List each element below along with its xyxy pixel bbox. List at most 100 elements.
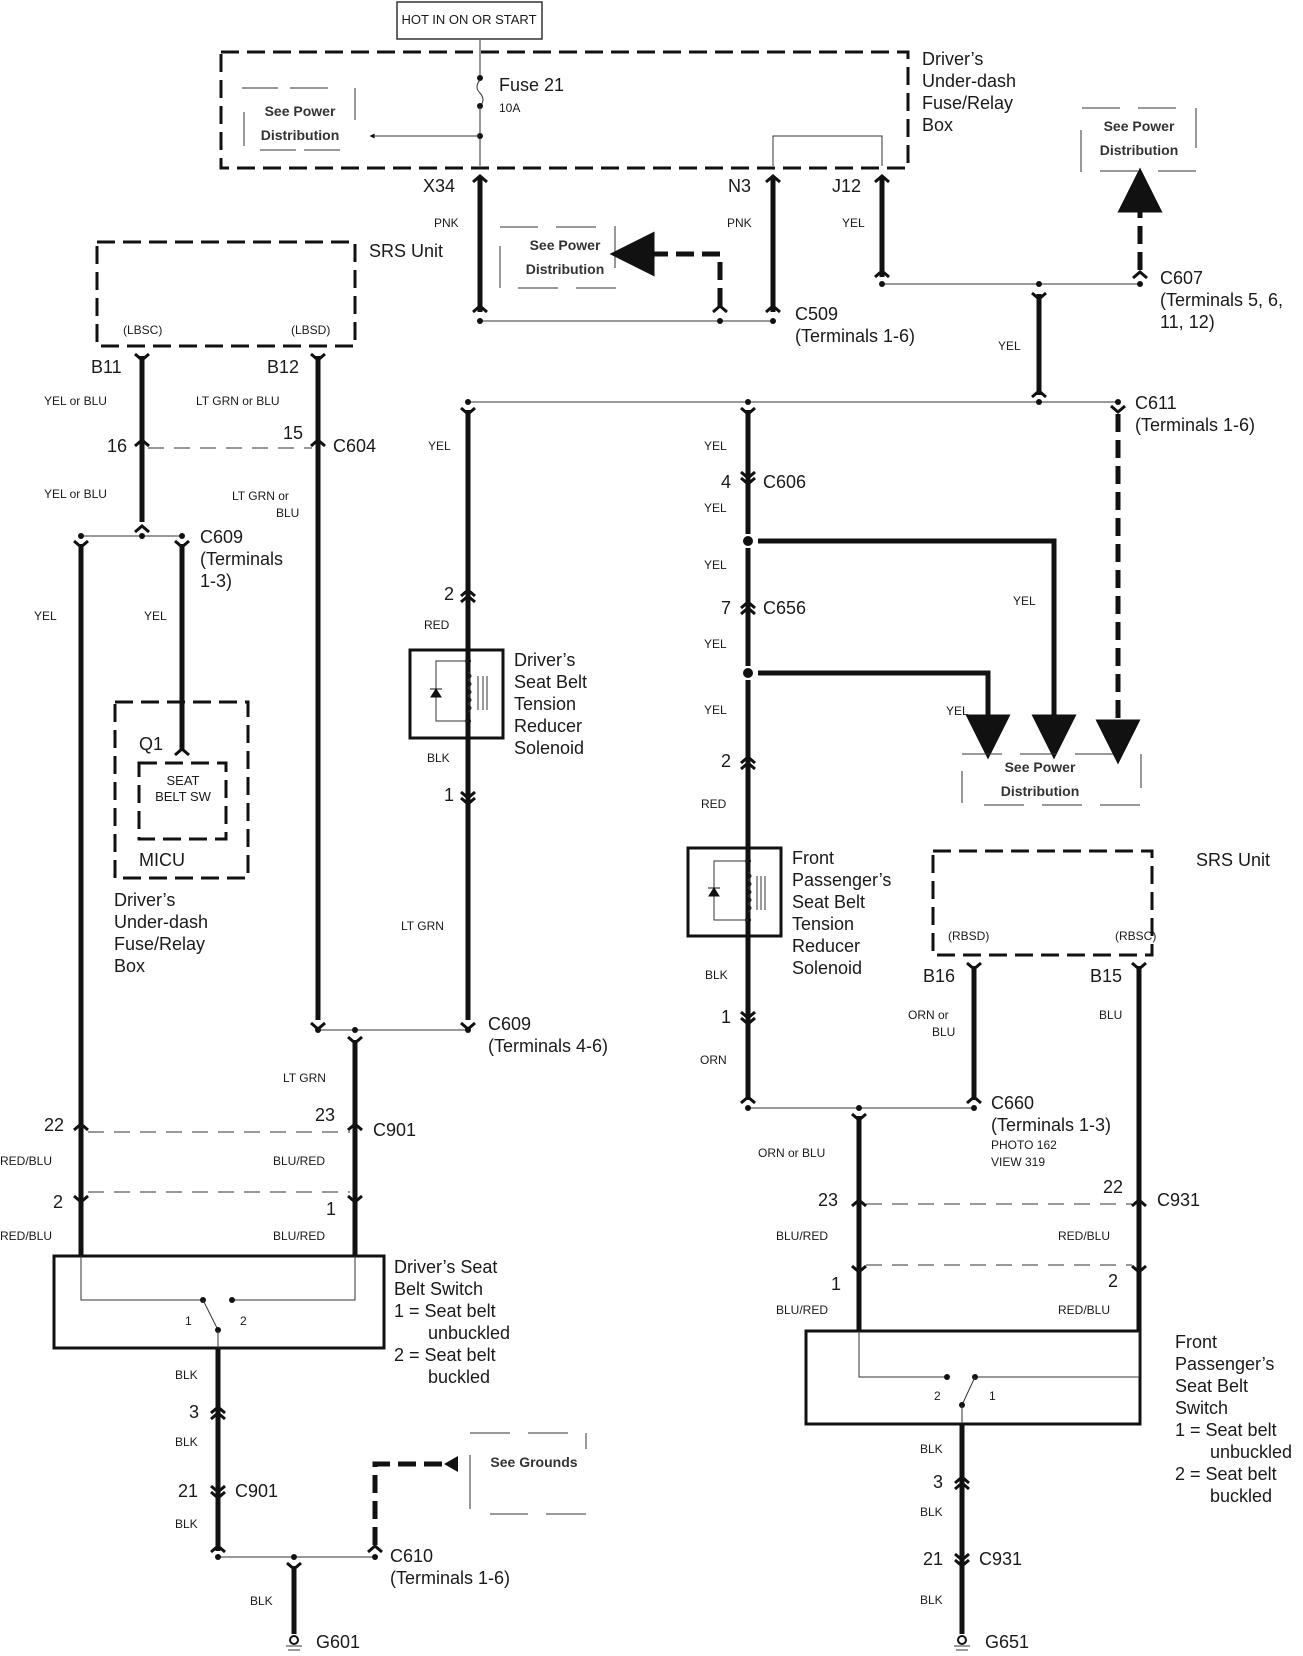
see-grounds-ref[interactable]: See Grounds	[372, 1432, 587, 1545]
svg-text:4: 4	[721, 472, 731, 492]
b11-wire: B11 YEL or BLU 16 YEL or BLU	[44, 352, 150, 534]
svg-text:Front: Front	[792, 848, 834, 868]
svg-text:C656: C656	[763, 598, 806, 618]
svg-text:PNK: PNK	[434, 216, 459, 230]
svg-text:Under-dash: Under-dash	[922, 71, 1016, 91]
svg-text:(Terminals 5, 6,: (Terminals 5, 6,	[1160, 290, 1283, 310]
fuse-21: Fuse 21 10A	[476, 40, 564, 166]
svg-text:1: 1	[989, 1389, 996, 1403]
svg-text:2: 2	[721, 751, 731, 771]
svg-text:LT GRN or BLU: LT GRN or BLU	[196, 394, 280, 408]
svg-text:RED/BLU: RED/BLU	[1058, 1303, 1110, 1317]
svg-text:ORN: ORN	[700, 1053, 727, 1067]
passenger-seat-belt-switch: 2 1 Front Passenger’s Seat Belt Switch 1…	[804, 1329, 1292, 1506]
svg-text:BLK: BLK	[427, 751, 450, 765]
splice-2	[743, 668, 753, 678]
see-power-distribution-ref-2[interactable]: See Power Distribution	[499, 226, 723, 306]
svg-text:C604: C604	[333, 436, 376, 456]
svg-text:RED: RED	[424, 618, 450, 632]
c610-connector: C610 (Terminals 1-6)	[215, 1544, 510, 1588]
svg-text:BLU: BLU	[1099, 1008, 1122, 1022]
svg-text:Distribution: Distribution	[526, 261, 605, 277]
svg-text:BLK: BLK	[250, 1594, 273, 1608]
svg-text:YEL or BLU: YEL or BLU	[44, 394, 107, 408]
g651-label: G651	[985, 1632, 1029, 1652]
svg-text:Solenoid: Solenoid	[792, 958, 862, 978]
svg-text:Under-dash: Under-dash	[114, 912, 208, 932]
svg-text:LT GRN: LT GRN	[401, 919, 444, 933]
svg-text:YEL: YEL	[704, 558, 727, 572]
micu-module: Q1 SEAT BELT SW MICU Driver’s Under-dash…	[113, 700, 250, 976]
svg-text:LT GRN: LT GRN	[283, 1071, 326, 1085]
driver-yel-wire-left: YEL	[34, 539, 89, 1255]
svg-text:(RBSD): (RBSD)	[948, 929, 989, 943]
svg-text:2: 2	[53, 1192, 63, 1212]
svg-text:(RBSC): (RBSC)	[1115, 929, 1156, 943]
svg-text:YEL: YEL	[998, 339, 1021, 353]
svg-text:Fuse 21: Fuse 21	[499, 75, 564, 95]
svg-text:(Terminals 1-3): (Terminals 1-3)	[991, 1115, 1111, 1135]
svg-text:buckled: buckled	[1210, 1486, 1272, 1506]
g601-label: G601	[316, 1632, 360, 1652]
g601-ground: BLK G601	[250, 1561, 360, 1652]
svg-text:Driver’s Seat: Driver’s Seat	[394, 1257, 497, 1277]
n3-j12-jumper	[772, 135, 883, 166]
orn-blu-to-passenger-switch: ORN or BLU 23 BLU/RED 1 BLU/RED	[758, 1112, 867, 1330]
c660-connector: C660 (Terminals 1-3) PHOTO 162 VIEW 319	[745, 1093, 1111, 1169]
svg-text:Passenger’s: Passenger’s	[792, 870, 891, 890]
svg-text:(LBSD): (LBSD)	[291, 323, 330, 337]
svg-text:See Grounds: See Grounds	[490, 1454, 577, 1470]
x34-wire: X34 PNK	[423, 174, 488, 314]
svg-text:(Terminals 1-6): (Terminals 1-6)	[390, 1568, 510, 1588]
c611-dashed-to-power	[1095, 404, 1141, 765]
see-power-distribution-ref-4[interactable]: See Power Distribution	[961, 753, 1142, 806]
see-power-distribution-ref-1[interactable]: See Power Distribution	[242, 87, 480, 151]
svg-text:1: 1	[444, 785, 454, 805]
svg-text:C606: C606	[763, 472, 806, 492]
svg-text:Distribution: Distribution	[261, 127, 340, 143]
svg-text:unbuckled: unbuckled	[428, 1323, 510, 1343]
driver-seat-belt-switch: 1 2 Driver’s Seat Belt Switch 1 = Seat b…	[52, 1254, 510, 1387]
svg-text:1: 1	[326, 1199, 336, 1219]
passenger-tension-reducer-solenoid: Front Passenger’s Seat Belt Tension Redu…	[686, 846, 891, 978]
b16-wire: B16 ORN or BLU	[908, 961, 982, 1105]
svg-text:See Power: See Power	[530, 237, 601, 253]
c611-connector: C611 (Terminals 1-6)	[465, 393, 1255, 435]
see-power-distribution-ref-3[interactable]: See Power Distribution	[1080, 107, 1197, 270]
svg-text:YEL: YEL	[842, 216, 865, 230]
svg-text:1: 1	[721, 1007, 731, 1027]
srs-unit-left: SRS Unit (LBSC) (LBSD)	[95, 240, 443, 348]
svg-text:RED/BLU: RED/BLU	[1058, 1229, 1110, 1243]
b12-wire: B12 LT GRN or BLU 15 C604 LT GRN or BLU	[196, 352, 376, 1031]
svg-text:Switch: Switch	[1175, 1398, 1228, 1418]
svg-text:Reducer: Reducer	[792, 936, 860, 956]
j12-wire: J12 YEL	[832, 174, 890, 279]
c609-terminals-4-6: C609 (Terminals 4-6)	[315, 1014, 608, 1056]
svg-text:21: 21	[923, 1549, 943, 1569]
driver-tension-reducer-solenoid: Driver’s Seat Belt Tension Reducer Solen…	[408, 648, 587, 758]
svg-text:Distribution: Distribution	[1001, 783, 1080, 799]
svg-text:YEL: YEL	[428, 439, 451, 453]
svg-text:7: 7	[721, 598, 731, 618]
svg-text:1: 1	[185, 1314, 192, 1328]
svg-text:3: 3	[189, 1402, 199, 1422]
svg-text:10A: 10A	[499, 101, 520, 115]
passenger-yel-wire: YEL 4 C606 YEL YEL 7 C656 YEL YEL 2 RED …	[700, 406, 806, 1105]
svg-text:C509: C509	[795, 304, 838, 324]
svg-text:1 = Seat belt: 1 = Seat belt	[1175, 1420, 1277, 1440]
svg-text:(Terminals 1-6): (Terminals 1-6)	[795, 326, 915, 346]
hot-in-on-or-start-box: HOT IN ON OR START	[396, 1, 543, 40]
svg-text:22: 22	[1103, 1177, 1123, 1197]
svg-text:C660: C660	[991, 1093, 1034, 1113]
svg-text:1 = Seat belt: 1 = Seat belt	[394, 1301, 496, 1321]
svg-text:BLK: BLK	[175, 1435, 198, 1449]
svg-text:Seat Belt: Seat Belt	[514, 672, 587, 692]
svg-text:BLU: BLU	[932, 1025, 955, 1039]
svg-text:BLU/RED: BLU/RED	[273, 1154, 325, 1168]
svg-text:(Terminals: (Terminals	[200, 549, 283, 569]
svg-text:YEL: YEL	[946, 704, 969, 718]
svg-text:buckled: buckled	[428, 1367, 490, 1387]
svg-text:23: 23	[315, 1105, 335, 1125]
fuse-relay-box: Driver’s Under-dash Fuse/Relay Box	[219, 49, 1016, 170]
svg-text:See Power: See Power	[265, 103, 336, 119]
